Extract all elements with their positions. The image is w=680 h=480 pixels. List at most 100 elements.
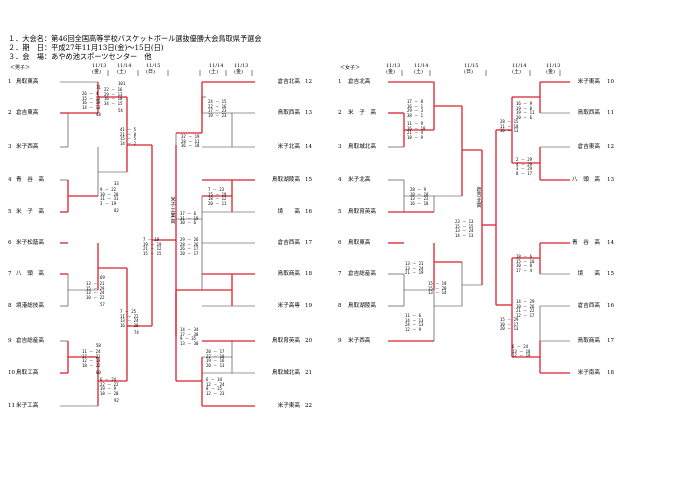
boys-left-team-no: 10 <box>8 370 16 376</box>
game-score-b_l10r: 6 － 24 22 － 22 19 － 9 18 － 20 <box>100 377 119 396</box>
boys-right-team-name: 鳥取西高 <box>277 110 300 116</box>
boys-left-team-no: 5 <box>8 209 12 215</box>
boys-right-team-no: 19 <box>305 303 313 309</box>
game-total-b-b_l2r: 54 <box>118 108 123 113</box>
game-score-b_final: 7 － 19 19 － 19 21 － 12 15 － 15 <box>143 237 162 256</box>
boys-right-team-name: 米子高専 <box>277 303 300 309</box>
game-score-g_r1718: 6 － 24 13 － 18 12 － 19 <box>512 344 531 359</box>
boys-right-team-no: 12 <box>305 79 313 85</box>
girls-left-team-name: 鳥取城北高 <box>348 144 376 150</box>
girls-left-team-no: 1 <box>338 79 342 85</box>
girls-left-team-no: 8 <box>338 303 342 309</box>
girls-left-team-no: 2 <box>338 110 342 116</box>
girls-left-team-name: 米子西高 <box>348 338 371 344</box>
game-score-b_r1516b: 37 － 6 31 － 19 30 － 6 <box>180 211 199 226</box>
boys-right-team-no: 15 <box>305 177 313 183</box>
girls-left-day-1: (土) <box>414 69 423 75</box>
boys-left-team-name: 青 谷 高 <box>16 177 44 183</box>
boys-left-day-1: (土) <box>117 69 126 75</box>
game-score-g_l12: 17 － 8 16 － 1 29 － 3 38 － 1 <box>407 99 424 118</box>
boys-left-team-no: 8 <box>8 303 12 309</box>
game-score-g_r1213: 2 － 29 4 － 29 3 － 29 8 － 17 <box>516 157 533 176</box>
game-score-b_l910: 11 － 24 17 － 21 12 － 13 18 － 22 <box>82 349 101 368</box>
boys-right-team-name: 倉吉北高 <box>277 79 300 85</box>
game-score-g_l23: 11 － 9 16 － 10 21 － 4 18 － 9 <box>407 121 426 140</box>
game-score-b_r2021: 20 － 17 22 － 18 19 － 16 20 － 13 <box>206 349 225 368</box>
boys-right-team-no: 17 <box>305 240 313 246</box>
boys-left-day-2: (日) <box>146 69 155 75</box>
boys-left-date-0: 11/13 <box>92 63 107 69</box>
game-score-b_r1516: 7 － 23 15 － 19 18 － 12 20 － 11 <box>208 187 227 206</box>
boys-left-team-no: 1 <box>8 79 12 85</box>
boys-right-date-1: 11/13 <box>234 63 249 69</box>
girls-left-team-no: 3 <box>338 144 342 150</box>
boys-left-team-no: 2 <box>8 110 12 116</box>
game-score-g_rq1: 28 － 15 11 － 18 16 － 13 <box>500 119 519 134</box>
girls-left-team-name: 鳥取東高 <box>348 240 371 246</box>
boys-left-team-no: 4 <box>8 177 12 183</box>
girls-right-team-name: 米子東高 <box>577 79 600 85</box>
boys-left-team-no: 11 <box>8 403 16 409</box>
girls-left-day-2: (日) <box>464 69 473 75</box>
game-total-b-b_lq2: 74 <box>134 330 139 335</box>
game-total-a-b_l67: 69 <box>100 275 105 280</box>
girls-right-team-no: 10 <box>607 79 615 85</box>
game-score-b_lq2: 7 － 25 11 － 22 13 － 24 16 － 28 <box>120 309 139 328</box>
girls-left-team-no: 5 <box>338 209 342 215</box>
game-score-g_l78: 15 － 19 15 － 20 13 － 14 <box>428 281 447 296</box>
girls-right-team-no: 15 <box>607 271 615 277</box>
boys-left-team-name: 米 子 高 <box>16 209 44 215</box>
boys-left-date-2: 11/15 <box>146 63 161 69</box>
girls-left-team-name: 倉吉北高 <box>348 79 371 85</box>
boys-left-team-no: 7 <box>8 271 12 277</box>
boys-left-team-name: 米子工高 <box>16 403 39 409</box>
boys-right-team-name: 鳥取城北高 <box>272 370 300 376</box>
girls-section-label: ＜女子＞ <box>340 65 361 71</box>
boys-right-day-1: (金) <box>234 69 243 75</box>
game-score-g_l67: 13 － 21 13 － 24 21 － 19 <box>405 261 424 276</box>
boys-section-label: ＜男子＞ <box>10 65 31 71</box>
game-score-b_r1213: 24 － 15 22 － 16 17 － 23 19 － 23 <box>208 99 227 118</box>
girls-right-team-name: 八 頭 高 <box>572 177 600 183</box>
girls-right-team-no: 18 <box>607 370 615 376</box>
game-score-b_l12: 26 － 4 15 － 12 16 － 19 14 － 13 <box>82 91 101 110</box>
boys-right-day-0: (土) <box>209 69 218 75</box>
girls-right-team-name: 倉吉東高 <box>577 144 600 150</box>
game-total-a-b_l2r: 101 <box>118 81 126 86</box>
girls-left-team-name: 米 子 高 <box>348 110 376 116</box>
boys-left-team-name: 倉吉総産高 <box>16 338 44 344</box>
boys-right-team-no: 18 <box>305 271 313 277</box>
girls-left-day-0: (金) <box>386 69 395 75</box>
boys-right-team-name: 倉吉西高 <box>277 240 300 246</box>
girls-right-team-no: 11 <box>607 110 615 116</box>
game-total-a-b_l910: 58 <box>96 343 101 348</box>
girls-left-team-name: 倉吉総産高 <box>348 271 376 277</box>
girls-left-team-no: 7 <box>338 271 342 277</box>
girls-right-team-name: 倉吉西高 <box>577 303 600 309</box>
girls-left-team-name: 米子北高 <box>348 177 371 183</box>
boys-right-team-no: 16 <box>305 209 313 215</box>
game-score-b_r2122: 6 － 34 12 － 24 8 － 25 12 － 23 <box>206 377 225 396</box>
boys-left-team-name: 鳥取東高 <box>16 79 39 85</box>
game-score-b_lq1: 41 － 5 21 － 8 15 － 5 14 － 2 <box>120 127 137 146</box>
boys-right-team-name: 鳥取湖陵高 <box>272 177 300 183</box>
boys-right-team-name: 鳥取育英高 <box>272 338 300 344</box>
tournament-venue: ３．会 場：あやめ池スポーツセンター 他 <box>8 52 152 61</box>
girls-right-team-name: 鳥取西高 <box>577 110 600 116</box>
game-score-b_l67: 13 － 21 15 － 29 13 － 24 10 － 22 <box>86 281 105 300</box>
boys-left-team-name: 米子松蔭高 <box>16 240 44 246</box>
boys-right-team-name: 境 高 <box>277 209 300 215</box>
boys-left-date-1: 11/14 <box>117 63 132 69</box>
boys-left-team-name: 倉吉東高 <box>16 110 39 116</box>
game-score-g_rq2: 15 － 29 10 － 17 20 － 13 <box>500 317 519 332</box>
game-total-b-b_l10r: 92 <box>114 398 119 403</box>
boys-right-team-no: 14 <box>305 144 313 150</box>
girls-right-team-no: 17 <box>607 338 615 344</box>
girls-right-team-name: 境 高 <box>577 271 600 277</box>
game-score-b_r1819: 14 － 34 17 － 38 9 － 35 13 － 30 <box>180 327 199 346</box>
boys-left-team-name: 八 頭 高 <box>16 271 44 277</box>
girls-left-team-no: 6 <box>338 240 342 246</box>
girls-right-team-name: 鳥取商高 <box>577 338 600 344</box>
boys-left-team-no: 6 <box>8 240 12 246</box>
